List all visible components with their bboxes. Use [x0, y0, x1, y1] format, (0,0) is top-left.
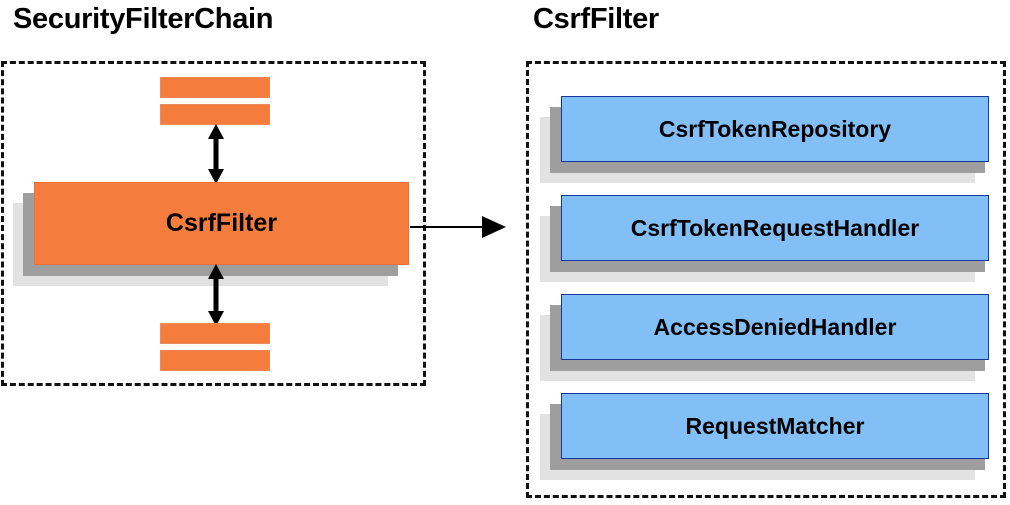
csrf-filter-container [526, 61, 1006, 498]
connector-arrow-icon [410, 216, 506, 238]
filter-bar-above-1 [160, 77, 270, 98]
collaborator-card-label: CsrfTokenRequestHandler [561, 195, 989, 261]
csrf-filter-card-label: CsrfFilter [34, 182, 409, 265]
page-title-csrf-filter: CsrfFilter [533, 3, 659, 35]
collaborator-card-request-matcher[interactable]: RequestMatcher [540, 393, 996, 480]
filter-bar-below-1 [160, 323, 270, 344]
collaborator-card-label: RequestMatcher [561, 393, 989, 459]
filter-bar-below-2 [160, 350, 270, 371]
filter-bar-above-2 [160, 104, 270, 125]
collaborator-card-label: CsrfTokenRepository [561, 96, 989, 162]
collaborator-card-label: AccessDeniedHandler [561, 294, 989, 360]
collaborator-card-access-denied-handler[interactable]: AccessDeniedHandler [540, 294, 996, 381]
double-arrow-above-icon [208, 124, 224, 184]
collaborator-card-csrf-token-repository[interactable]: CsrfTokenRepository [540, 96, 996, 183]
page-title-security-filter-chain: SecurityFilterChain [13, 3, 274, 35]
double-arrow-below-icon [208, 264, 224, 326]
security-filter-chain-container [1, 61, 426, 386]
collaborator-card-csrf-token-request-handler[interactable]: CsrfTokenRequestHandler [540, 195, 996, 282]
csrf-filter-card[interactable]: CsrfFilter [13, 182, 409, 286]
